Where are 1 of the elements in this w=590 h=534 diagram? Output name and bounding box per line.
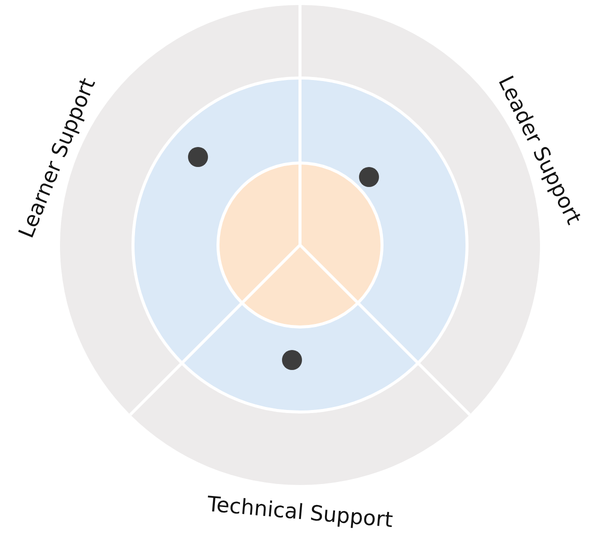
sector-label: Technical Support [206, 492, 394, 532]
